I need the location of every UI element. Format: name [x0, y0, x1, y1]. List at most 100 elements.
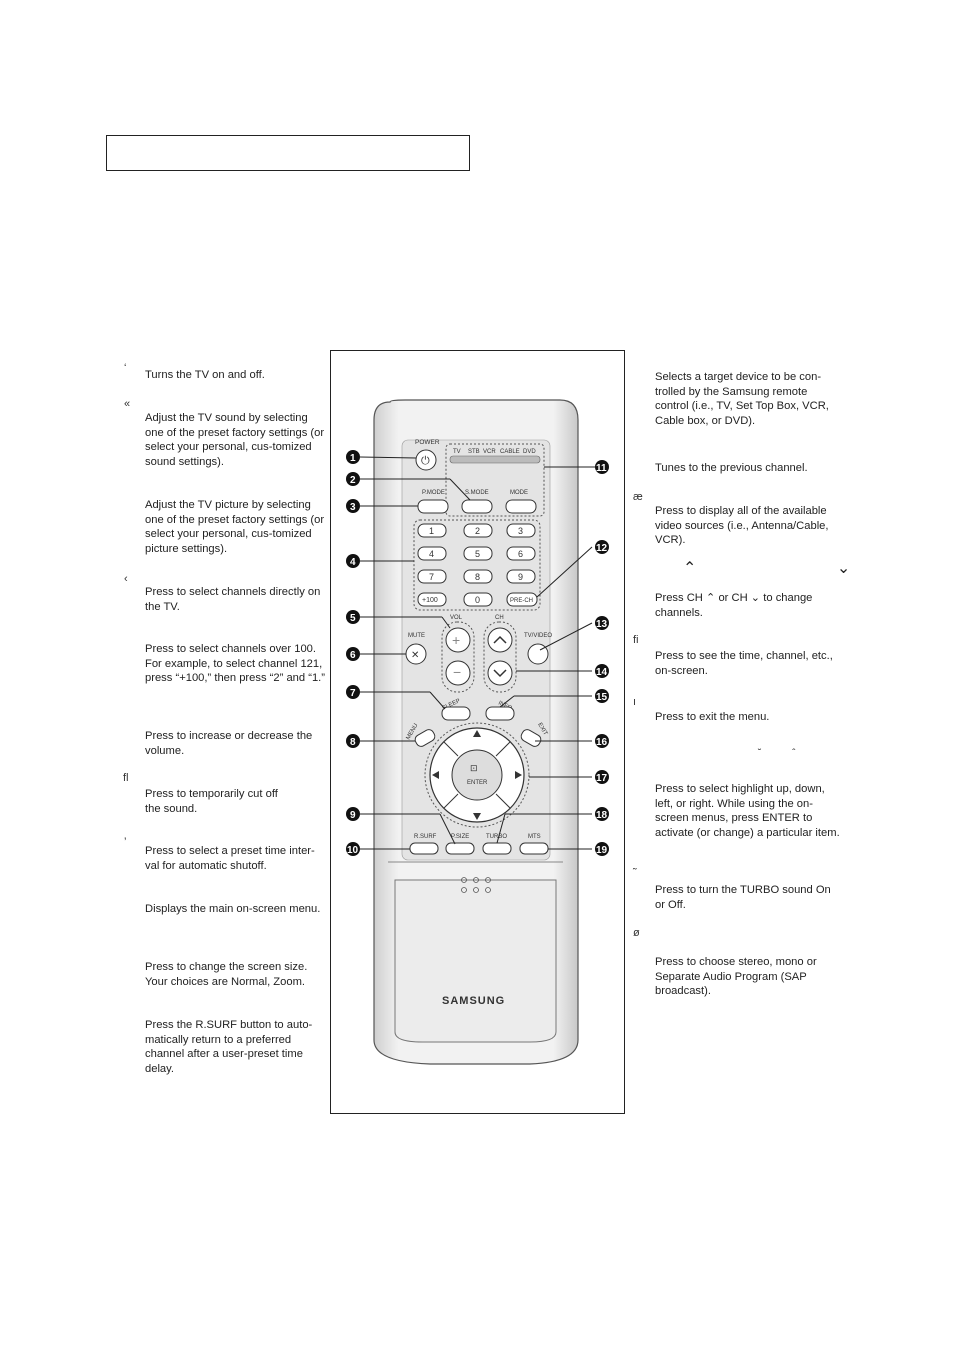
- pmode-label: P.MODE: [422, 490, 445, 496]
- desc-mark: ’: [124, 836, 127, 848]
- number-pad: 1 2 3 4 5 6 7 8 9 +100 0: [417, 523, 536, 607]
- digit-button-2[interactable]: [463, 523, 493, 538]
- power-label: POWER: [415, 439, 440, 446]
- svg-text:13: 13: [596, 619, 608, 630]
- svg-text:8: 8: [350, 737, 356, 748]
- svg-text:+100: +100: [422, 597, 438, 604]
- nav-group: [424, 722, 530, 828]
- device-mode-labels: TV STB VCR CABLE DVD: [453, 449, 536, 455]
- digit-button-6[interactable]: [506, 546, 536, 561]
- svg-text:5: 5: [475, 549, 480, 559]
- desc-mark: ‘: [124, 362, 127, 374]
- mts-button[interactable]: [519, 842, 549, 855]
- callout-badge: [595, 807, 609, 821]
- svg-text:11: 11: [596, 463, 607, 474]
- turbo-button[interactable]: [482, 842, 512, 855]
- pmode-button[interactable]: [417, 499, 449, 514]
- desc-mark: ﬁ: [633, 634, 639, 646]
- vol-up-button[interactable]: [445, 627, 471, 653]
- svg-text:TV: TV: [453, 449, 461, 455]
- digit-button-0[interactable]: [463, 592, 493, 607]
- svg-text:2: 2: [475, 526, 480, 536]
- svg-text:1: 1: [429, 526, 434, 536]
- number-pad-group: [413, 519, 541, 611]
- desc-mark: ˜: [633, 867, 637, 879]
- desc-mark: «: [124, 398, 131, 410]
- prech-button[interactable]: [506, 592, 538, 607]
- enter-label: ENTER: [467, 780, 488, 786]
- svg-text:16: 16: [596, 737, 608, 748]
- desc-smode: Adjust the TV sound by selecting one of …: [145, 412, 325, 468]
- callout-badge: [346, 472, 360, 486]
- menu-button[interactable]: [413, 728, 436, 748]
- svg-text:9: 9: [518, 572, 523, 582]
- sleep-button[interactable]: [441, 706, 471, 721]
- desc-prech: Tunes to the previous channel.: [655, 462, 808, 474]
- digit-button-9[interactable]: [506, 569, 536, 584]
- exit-button[interactable]: [519, 728, 542, 748]
- callout-badge: [595, 460, 609, 474]
- desc-arrows: Press to select highlight up, down, left…: [655, 783, 840, 839]
- desc-digits: Press to select channels directly on the…: [145, 586, 321, 613]
- svg-text:19: 19: [596, 845, 608, 856]
- svg-text:0: 0: [475, 595, 480, 605]
- desc-info: Press to see the time, channel, etc., on…: [655, 650, 833, 677]
- desc-channel: Press CH ⌃ or CH ⌄ to change channels.: [655, 592, 813, 619]
- digit-button-1[interactable]: [417, 523, 447, 538]
- desc-plus100: Press to select channels over 100. For e…: [145, 643, 326, 685]
- callout-badges: 1 2 3 4 5 6 7 8 9 10 11 12 13 14 15 16 1…: [346, 450, 609, 856]
- ch-up-button[interactable]: [487, 627, 513, 653]
- svg-text:12: 12: [596, 543, 608, 554]
- digit-button-3[interactable]: [506, 523, 536, 538]
- callout-badge: [346, 734, 360, 748]
- desc-pmode: Adjust the TV picture by selecting one o…: [145, 499, 325, 555]
- power-button[interactable]: [415, 449, 437, 471]
- callout-badge: [595, 842, 609, 856]
- desc-psize: Press to change the screen size. Your ch…: [145, 961, 308, 988]
- plus100-button[interactable]: [417, 592, 447, 607]
- smode-button[interactable]: [461, 499, 493, 514]
- svg-text:9: 9: [350, 810, 356, 821]
- svg-text:5: 5: [350, 613, 356, 624]
- desc-device-mode: Selects a target device to be con-trolle…: [655, 371, 829, 427]
- vol-down-button[interactable]: [445, 660, 471, 686]
- callout-badge: [346, 807, 360, 821]
- arrow-left-icon[interactable]: [432, 771, 439, 779]
- chevrons: ⌃ ⌄: [683, 560, 919, 577]
- svg-text:6: 6: [350, 650, 356, 661]
- svg-text:18: 18: [596, 810, 608, 821]
- mute-label: MUTE: [408, 633, 425, 639]
- tvvideo-label: TV/VIDEO: [524, 633, 552, 639]
- turbo-label: TURBO: [486, 834, 507, 840]
- info-button[interactable]: [485, 706, 515, 721]
- remote-bottom-panel: [394, 879, 557, 1043]
- digit-button-5[interactable]: [463, 546, 493, 561]
- svg-text:8: 8: [475, 572, 480, 582]
- rsurf-label: R.SURF: [414, 834, 437, 840]
- enter-button[interactable]: [451, 749, 503, 801]
- ch-down-button[interactable]: [487, 660, 513, 686]
- section-title-box: [106, 135, 470, 171]
- desc-mark: ı: [633, 696, 637, 708]
- desc-volume: Press to increase or decrease the volume…: [145, 730, 313, 757]
- psize-button[interactable]: [445, 842, 475, 855]
- callout-badge: [346, 499, 360, 513]
- svg-text:DVD: DVD: [523, 449, 536, 455]
- callout-badge: [346, 647, 360, 661]
- mode-label: MODE: [510, 490, 528, 496]
- svg-text:CABLE: CABLE: [500, 449, 520, 455]
- arrow-down-icon[interactable]: [473, 813, 481, 820]
- mode-button[interactable]: [505, 499, 537, 514]
- arrow-up-icon[interactable]: [473, 730, 481, 737]
- vol-group: [441, 621, 475, 693]
- digit-button-4[interactable]: [417, 546, 447, 561]
- digit-button-7[interactable]: [417, 569, 447, 584]
- svg-text:3: 3: [518, 526, 523, 536]
- rsurf-button[interactable]: [409, 842, 439, 855]
- digit-button-8[interactable]: [463, 569, 493, 584]
- mute-icon: ✕: [411, 650, 419, 661]
- svg-text:15: 15: [596, 692, 608, 703]
- arrow-right-icon[interactable]: [515, 771, 522, 779]
- remote-illustration: POWER ⏻ TV STB VCR CABLE DVD MODE P.MODE…: [346, 399, 609, 1065]
- callout-badge: [346, 842, 360, 856]
